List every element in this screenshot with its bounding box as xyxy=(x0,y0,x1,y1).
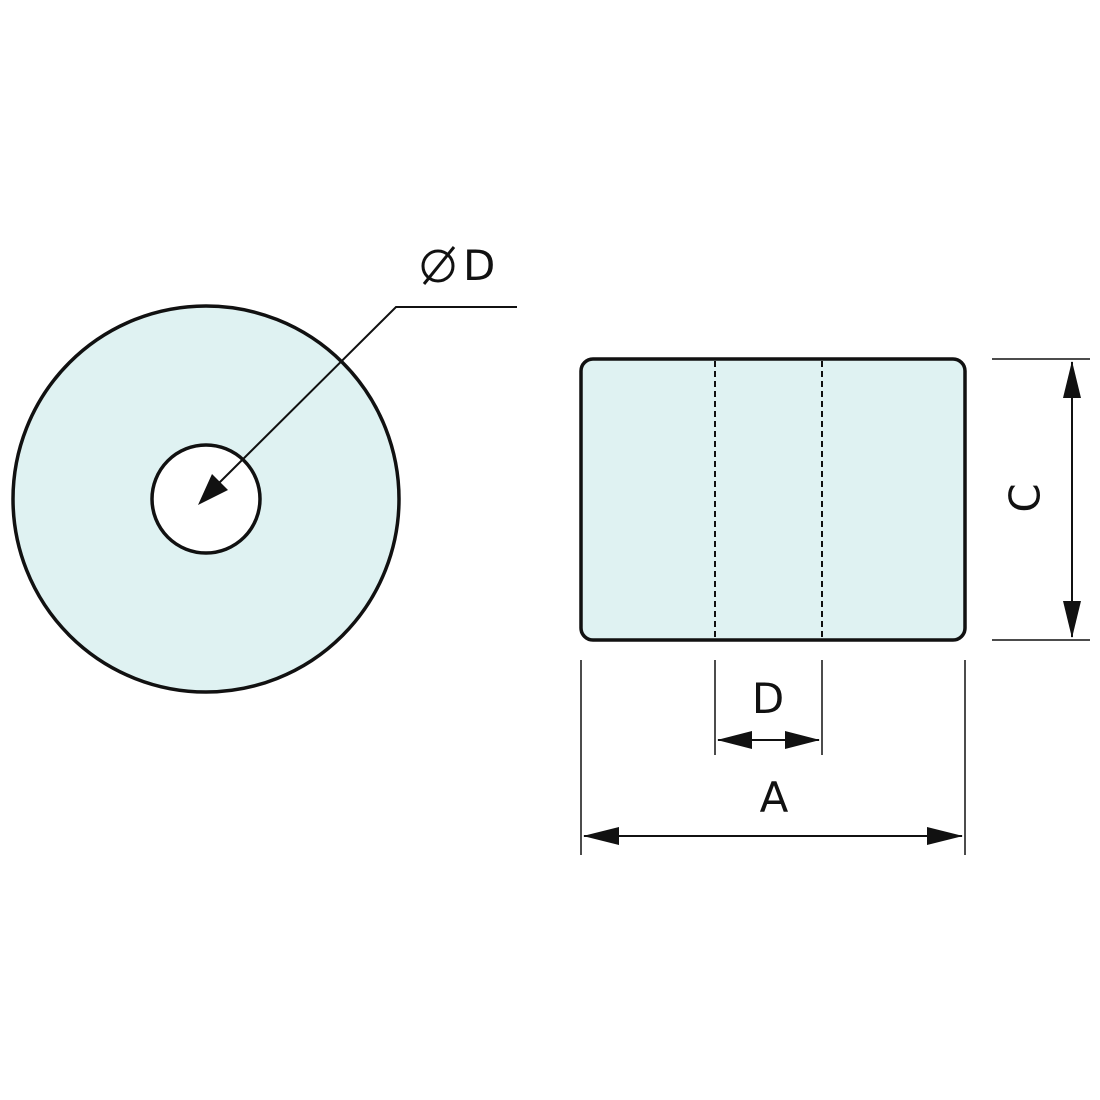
diameter-label: D xyxy=(421,241,495,290)
dimension-d-label: D xyxy=(752,674,784,723)
front-view: D xyxy=(11,241,517,694)
dimension-a-label: A xyxy=(760,773,789,822)
diameter-leader-arrowhead xyxy=(198,474,228,505)
dimension-c-label: C xyxy=(1001,483,1050,512)
dimension-a: A xyxy=(580,660,966,855)
arrowhead-d-right xyxy=(785,731,820,749)
arrowhead-d-left xyxy=(717,731,752,749)
dimension-d: D xyxy=(714,660,823,755)
arrowhead-a-left xyxy=(583,827,619,845)
diameter-symbol-circle xyxy=(421,249,455,283)
diameter-label-letter: D xyxy=(463,241,495,290)
arrowhead-c-bottom xyxy=(1063,601,1081,638)
diameter-symbol-slash xyxy=(422,246,456,285)
dimension-c: C xyxy=(992,358,1090,641)
side-view: C D A xyxy=(579,357,1090,855)
diameter-leader-line xyxy=(217,306,517,485)
arrowhead-c-top xyxy=(1063,361,1081,398)
arrowhead-a-right xyxy=(927,827,963,845)
side-body xyxy=(579,357,967,642)
